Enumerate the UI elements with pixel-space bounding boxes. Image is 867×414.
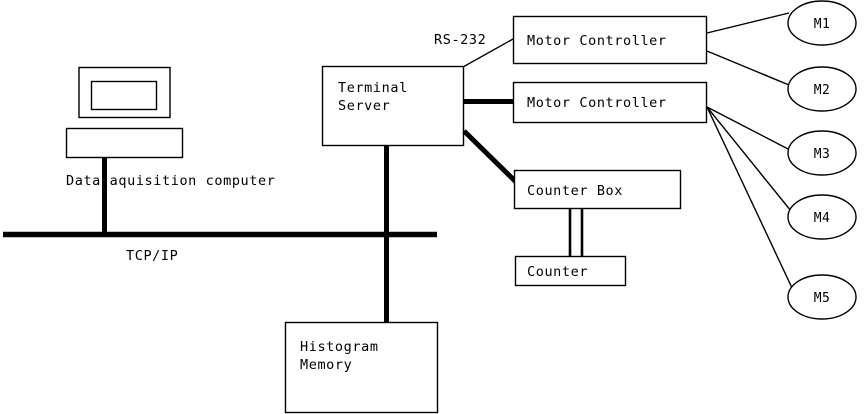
motor-node-m2[interactable]: M2 bbox=[787, 66, 857, 112]
motor-node-m1[interactable]: M1 bbox=[787, 0, 857, 46]
counter-box-rect bbox=[513, 169, 682, 210]
motor-controller-2-label: Motor Controller bbox=[527, 95, 667, 111]
motor-m5-ellipse bbox=[787, 274, 857, 320]
terminal-server-label-line2: Server bbox=[338, 98, 390, 114]
terminal-server-box bbox=[321, 65, 465, 147]
motor-controller-1-box bbox=[512, 15, 708, 65]
histogram-memory-label-line1: Histogram bbox=[300, 339, 379, 355]
motor-m4-ellipse bbox=[787, 194, 857, 240]
motor-controller-2-m5-link bbox=[706, 106, 794, 291]
motor-controller-1-m1-link bbox=[706, 12, 790, 34]
counter-label: Counter bbox=[527, 264, 588, 280]
rs232-label: RS-232 bbox=[434, 32, 486, 48]
histogram-memory-box bbox=[284, 321, 439, 414]
histogram-memory-node[interactable]: Histogram Memory bbox=[284, 321, 439, 414]
motor-m3-ellipse bbox=[787, 130, 857, 176]
motor-m1-ellipse bbox=[787, 0, 857, 46]
data-acquisition-computer-node[interactable]: Data aquisition computer bbox=[65, 66, 275, 190]
counter-rect bbox=[514, 255, 627, 287]
motor-m3-label: M3 bbox=[814, 147, 830, 162]
motor-controller-2-m3-link bbox=[706, 106, 791, 151]
terminal-server-node[interactable]: Terminal Server bbox=[321, 65, 465, 147]
motor-m4-label: M4 bbox=[814, 211, 830, 226]
motor-controller-2-node[interactable]: Motor Controller bbox=[512, 81, 708, 124]
motor-controller-2-box bbox=[512, 81, 708, 124]
motor-m1-label: M1 bbox=[814, 17, 830, 32]
motor-m2-ellipse bbox=[787, 66, 857, 112]
motor-controller-2-m4-link bbox=[706, 106, 792, 212]
motor-node-m3[interactable]: M3 bbox=[787, 130, 857, 176]
terminal-server-label-line1: Terminal bbox=[338, 80, 408, 96]
counter-box-node[interactable]: Counter Box bbox=[513, 169, 682, 210]
counter-node[interactable]: Counter bbox=[514, 255, 627, 287]
rs232-link-line bbox=[462, 38, 514, 68]
motor-m2-label: M2 bbox=[814, 83, 830, 98]
tcpip-bus-group: TCP/IP bbox=[3, 231, 437, 264]
monitor-screen-icon bbox=[90, 80, 158, 111]
motor-m5-label: M5 bbox=[814, 291, 830, 306]
computer-base-icon bbox=[65, 127, 184, 159]
histogram-memory-label-line2: Memory bbox=[300, 357, 352, 373]
counter-box-label: Counter Box bbox=[527, 183, 623, 199]
motor-controller-1-label: Motor Controller bbox=[527, 33, 667, 49]
motor-controller-1-node[interactable]: Motor Controller bbox=[512, 15, 708, 65]
motor-node-m4[interactable]: M4 bbox=[787, 194, 857, 240]
terminal-server-counter-box-link bbox=[462, 129, 518, 184]
motor-nodes-group: M1 M2 M3 M4 M5 bbox=[787, 0, 857, 320]
motor-node-m5[interactable]: M5 bbox=[787, 274, 857, 320]
motor-controller-1-m2-link bbox=[706, 50, 790, 86]
data-acquisition-computer-label: Data aquisition computer bbox=[66, 173, 275, 189]
tcpip-bus-label: TCP/IP bbox=[126, 248, 178, 264]
